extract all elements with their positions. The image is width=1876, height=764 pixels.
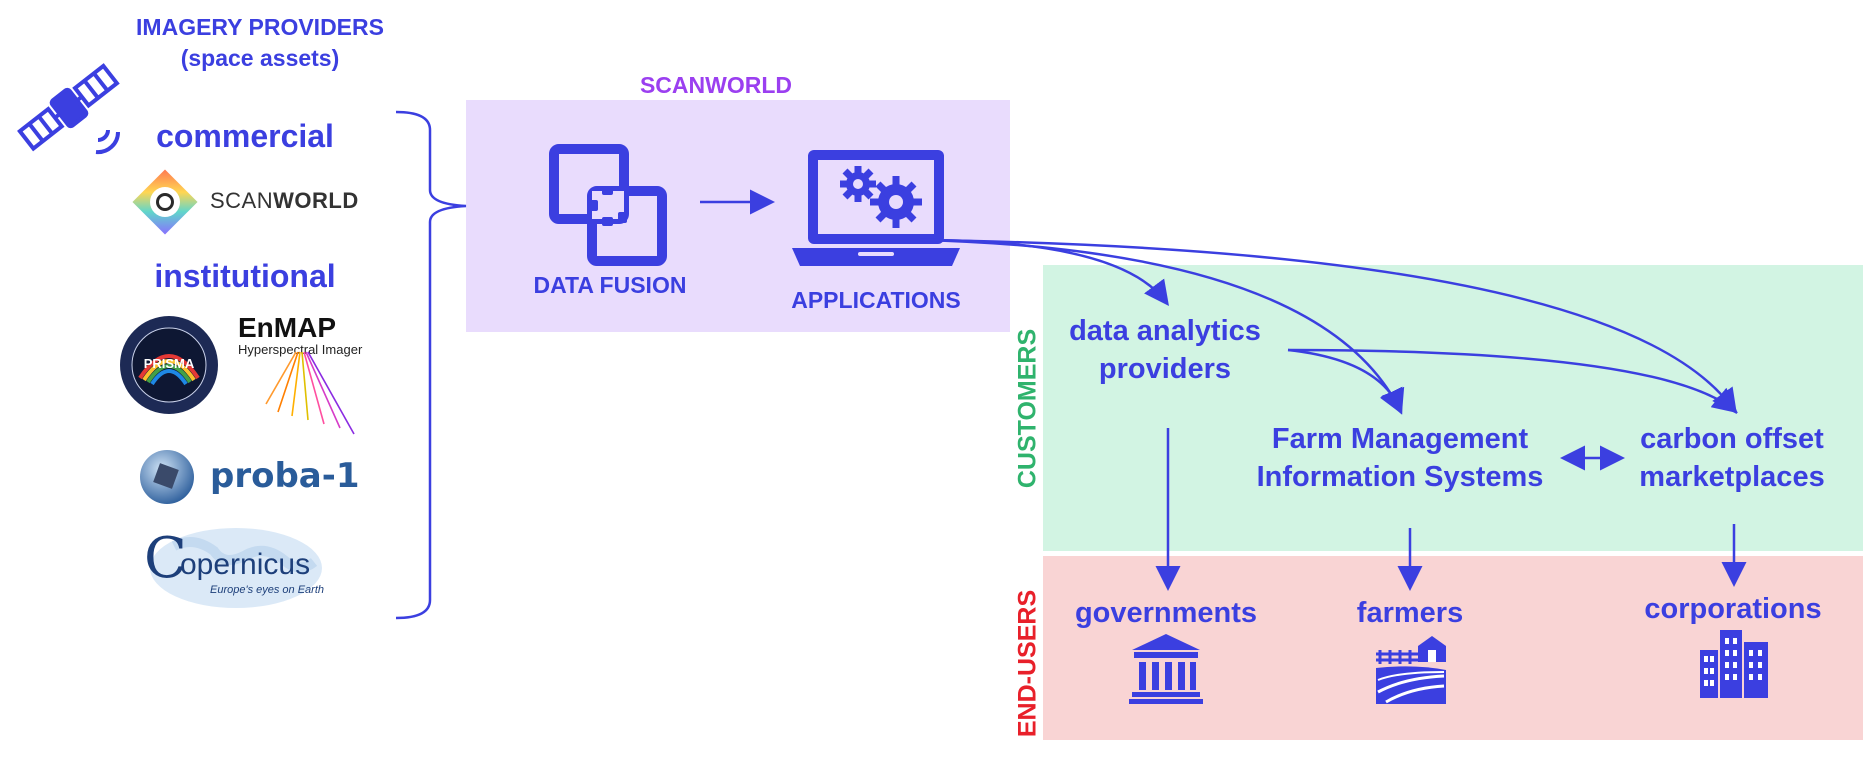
scanworld-box-title: SCANWORLD	[639, 72, 793, 98]
customers-zone	[1043, 265, 1863, 551]
laptop-gears-icon	[788, 144, 964, 274]
prisma-logo: PRISMA	[118, 314, 220, 416]
commercial-label: commercial	[156, 118, 334, 154]
data-analytics-providers: data analytics providers	[1040, 312, 1290, 388]
satellite-icon	[12, 56, 126, 160]
enmap-logo: EnMAP Hyperspectral Imager	[236, 312, 386, 438]
governments-label: governments	[1074, 597, 1258, 629]
imagery-providers-title: IMAGERY PROVIDERS	[136, 14, 384, 40]
proba-logo: proba-1	[138, 448, 368, 506]
farm-icon	[1374, 632, 1448, 704]
prisma-name: PRISMA	[143, 356, 195, 371]
enmap-tagline: Hyperspectral Imager	[238, 342, 363, 357]
data-fusion-icon	[548, 144, 672, 268]
fmis-line1: Farm Management	[1271, 423, 1529, 455]
proba-name: proba-1	[210, 456, 360, 496]
bank-icon	[1128, 632, 1204, 704]
scanworld-logo-scan: SCAN	[210, 188, 274, 213]
end-users-zone-label: END-USERS	[1013, 589, 1042, 738]
data-fusion-label: DATA FUSION	[533, 272, 687, 298]
institutional-label: institutional	[154, 258, 336, 294]
enmap-name: EnMAP	[238, 312, 336, 343]
farm-management-information-systems: Farm Management Information Systems	[1222, 420, 1578, 496]
carbon-offset-marketplaces: carbon offset marketplaces	[1596, 420, 1868, 496]
scanworld-logo: SCANWORLD	[130, 168, 370, 236]
copernicus-name: opernicus	[180, 548, 311, 581]
customers-zone-label: CUSTOMERS	[1013, 328, 1042, 489]
city-buildings-icon	[1700, 628, 1770, 698]
fmis-line2: Information Systems	[1256, 461, 1544, 493]
carbon-line1: carbon offset	[1640, 423, 1824, 455]
copernicus-logo: C opernicus Europe's eyes on Earth	[144, 526, 324, 616]
corporations-label: corporations	[1644, 593, 1822, 625]
copernicus-tagline: Europe's eyes on Earth	[210, 584, 325, 596]
copernicus-initial: C	[144, 526, 187, 591]
farmers-label: farmers	[1356, 597, 1464, 629]
applications-label: APPLICATIONS	[791, 287, 961, 313]
carbon-line2: marketplaces	[1639, 461, 1825, 493]
providers-bracket	[395, 110, 467, 620]
scanworld-logo-world: WORLD	[273, 188, 359, 213]
data-analytics-line1: data analytics	[1069, 315, 1261, 347]
data-analytics-line2: providers	[1098, 353, 1232, 385]
imagery-providers-subtitle: (space assets)	[180, 45, 340, 71]
